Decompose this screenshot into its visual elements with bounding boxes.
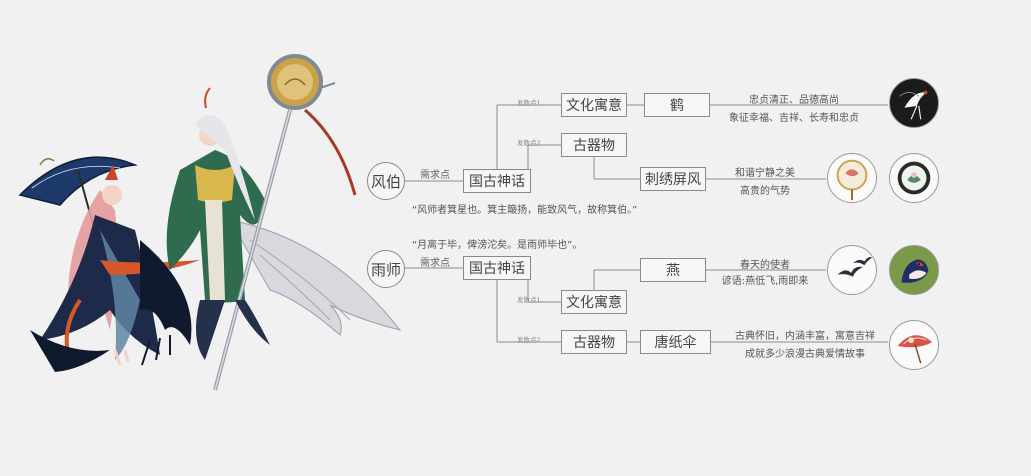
yushi-branch2-category: 古器物	[573, 335, 615, 351]
fengbo-branch2-desc2: 高贵的气势	[740, 186, 790, 197]
fengbo-theme: 国古神话	[469, 174, 525, 190]
fengbo-branch1-item: 鹤	[670, 98, 684, 114]
fengbo-branch1-category-box: 文化寓意	[561, 93, 627, 117]
embroidered-screen-icon	[889, 153, 939, 203]
fengbo-root-node: 风伯	[367, 162, 405, 200]
yushi-branch2-point: 发散点2	[517, 336, 541, 344]
fengbo-branch1-item-box: 鹤	[644, 93, 710, 117]
fengbo-branch2-item: 刺绣屏风	[645, 172, 701, 188]
yushi-theme-box: 国古神话	[463, 256, 531, 280]
yushi-branch1-item: 燕	[666, 263, 680, 279]
fengbo-branch2-category: 古器物	[573, 138, 615, 154]
swallows-icon	[827, 245, 877, 295]
yushi-title: 雨师	[370, 260, 401, 279]
embroidered-fan-icon	[827, 153, 877, 203]
fengbo-branch2-category-box: 古器物	[561, 133, 627, 157]
yushi-branch1-item-box: 燕	[640, 258, 706, 282]
yushi-branch2-item: 唐纸伞	[654, 335, 697, 351]
fengbo-branch1-category: 文化寓意	[566, 98, 622, 114]
yushi-branch1-desc2: 谚语:燕低飞,雨即来	[721, 276, 809, 287]
yushi-branch2-item-box: 唐纸伞	[640, 330, 711, 354]
fengbo-quote: “风师者箕星也。箕主簸扬，能致风气，故称箕伯。”	[412, 205, 638, 216]
wind-god-figure	[166, 54, 402, 391]
fengbo-branch2-desc1: 和谐宁静之美	[735, 168, 795, 179]
yushi-branch2-desc2: 成就多少浪漫古典爱情故事	[745, 349, 865, 360]
yushi-branch1-category-box: 文化寓意	[561, 290, 627, 314]
fengbo-branch1-point: 发散点1	[517, 99, 541, 107]
yushi-root-node: 雨师	[367, 250, 405, 288]
paper-umbrella-icon	[889, 320, 939, 370]
fengbo-branch1-desc2: 象征幸福、吉祥、长寿和忠贞	[729, 113, 859, 124]
fengbo-branch2-point: 发散点2	[517, 139, 541, 147]
yushi-need-label: 需求点	[420, 258, 450, 269]
fengbo-need-label: 需求点	[420, 170, 450, 181]
rain-goddess-figure	[30, 165, 200, 372]
swallow-portrait-icon	[889, 245, 939, 295]
yushi-branch2-desc1: 古典怀旧，内涵丰富，寓意吉祥	[735, 331, 875, 342]
yushi-branch1-point: 发散点1	[517, 296, 541, 304]
yushi-theme: 国古神话	[469, 261, 525, 277]
crane-icon	[889, 78, 939, 128]
fengbo-title: 风伯	[370, 172, 401, 191]
deities-illustration	[18, 54, 402, 391]
fengbo-theme-box: 国古神话	[463, 169, 531, 193]
yushi-branch2-category-box: 古器物	[561, 330, 627, 354]
yushi-branch1-category: 文化寓意	[566, 295, 622, 311]
yushi-branch1-desc1: 春天的使者	[740, 260, 790, 271]
fengbo-branch1-desc1: 忠贞清正、品德高尚	[749, 95, 839, 106]
fengbo-branch2-item-box: 刺绣屏风	[640, 167, 706, 191]
yushi-quote: “月离于毕，俾滂沱矣。是雨师毕也”。	[412, 240, 583, 251]
